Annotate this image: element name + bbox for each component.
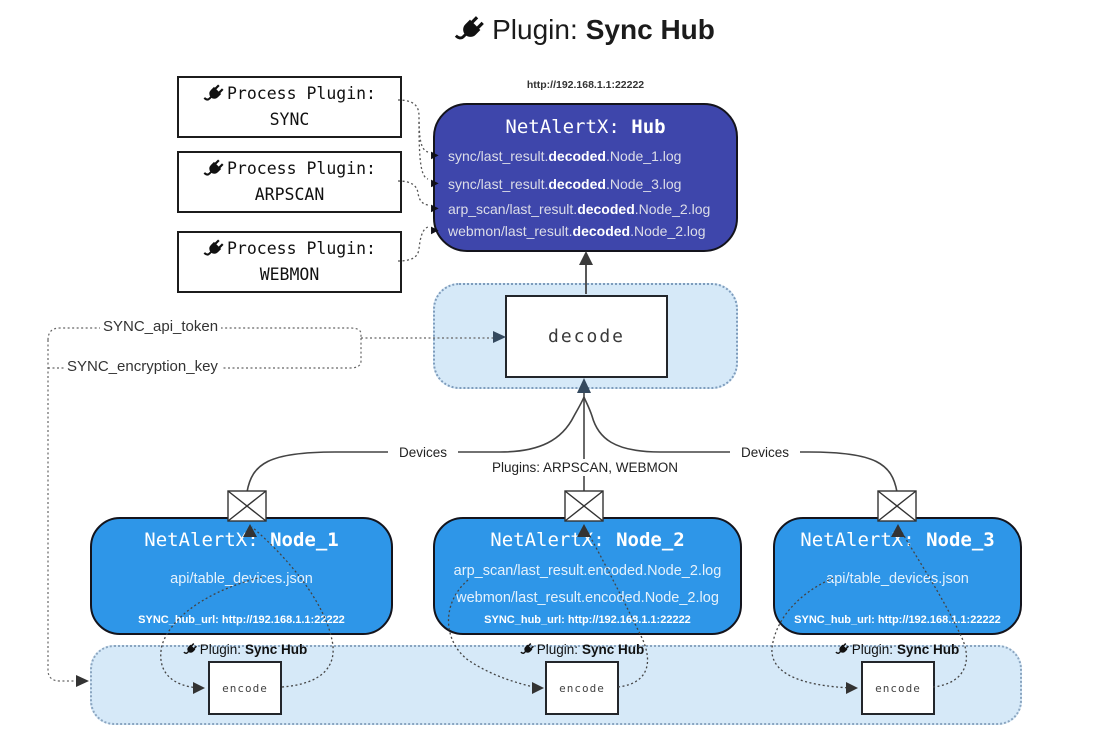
process-plugin-name: WEBMON [259,265,320,284]
encode-box: encode [545,661,619,715]
node-file: webmon/last_result.encoded.Node_2.log [456,590,719,606]
encoder-label-name: Sync Hub [582,642,645,657]
arrow-right-icon: ▶ [431,203,439,214]
hub-log-row: ▶ arp_scan/last_result.decoded.Node_2.log [431,201,734,217]
hub-log-mid: decoded [572,223,631,239]
decode-box: decode [505,295,668,378]
process-plugin-label: Process Plugin: [226,84,376,103]
hub-log-post: .Node_3.log [605,176,682,192]
hub-log-pre: arp_scan/last_result. [448,201,578,217]
process-plugin-name: ARPSCAN [254,185,325,204]
arrow-right-icon: ▶ [431,178,439,189]
node-title-prefix: NetAlertX: [144,529,271,551]
process-plugin-label: Process Plugin: [226,159,376,178]
hub-log-mid: decoded [548,176,606,192]
encoder-plugin-label: Plugin: Sync Hub [817,642,977,657]
sync-encryption-key-label: SYNC_encryption_key [64,358,221,375]
node-title-name: Node_1 [270,529,339,551]
node-title: NetAlertX: Node_1 [92,529,391,551]
process-plugin-header: Process Plugin: [203,236,376,262]
sync-api-token-label: SYNC_api_token [100,318,222,335]
process-plugin-box-arpscan: Process Plugin: ARPSCAN [177,151,402,213]
process-plugin-box-sync: Process Plugin: SYNC [177,76,402,138]
hub-log-mid: decoded [548,148,606,164]
node-box-node1: NetAlertX: Node_1 api/table_devices.json… [90,517,393,635]
process-plugin-connectors [397,99,429,262]
encoder-label-name: Sync Hub [897,642,960,657]
page-title-label: Plugin: [492,14,578,45]
encoder-label-text: Plugin: [199,642,241,657]
arrow-right-icon: ▶ [431,150,439,161]
plug-icon [454,14,486,46]
arrow-right-icon: ▶ [431,225,439,236]
process-plugin-box-webmon: Process Plugin: WEBMON [177,231,402,293]
hub-url-label: http://192.168.1.1:22222 [526,79,645,91]
plug-icon [203,238,225,260]
hub-log-post: .Node_2.log [630,223,706,239]
encode-box: encode [208,661,282,715]
encoder-plugin-label: Plugin: Sync Hub [502,642,662,657]
node-title: NetAlertX: Node_3 [775,529,1020,551]
hub-log-mid: decoded [577,201,635,217]
process-plugin-name: SYNC [269,110,310,129]
plug-icon [203,83,225,105]
process-plugin-header: Process Plugin: [203,81,376,107]
node-title-name: Node_2 [616,529,685,551]
hub-log-pre: webmon/last_result. [448,223,573,239]
plug-icon [183,642,198,657]
encoder-label-name: Sync Hub [245,642,308,657]
hub-log-post: .Node_1.log [605,148,682,164]
node-title-prefix: NetAlertX: [490,529,617,551]
hub-title-prefix: NetAlertX: [505,116,632,138]
hub-title-name: Hub [631,116,666,138]
hub-log-pre: sync/last_result. [448,176,549,192]
encoder-label-text: Plugin: [851,642,893,657]
arrow-into-bottom-panel-icon [76,675,89,687]
process-plugin-label: Process Plugin: [226,239,376,258]
encoder-plugin-label: Plugin: Sync Hub [165,642,325,657]
node-title: NetAlertX: Node_2 [435,529,740,551]
node-file: api/table_devices.json [826,571,969,587]
encode-box: encode [861,661,935,715]
plug-icon [520,642,535,657]
hub-log-row: ▶ webmon/last_result.decoded.Node_2.log [431,223,734,239]
node-box-node2: NetAlertX: Node_2 arp_scan/last_result.e… [433,517,742,635]
node-hub-url: SYNC_hub_url: http://192.168.1.1:22222 [794,614,1001,626]
process-plugin-header: Process Plugin: [203,156,376,182]
edge-label-plugins: Plugins: ARPSCAN, WEBMON [480,459,690,476]
hub-log-pre: sync/last_result. [448,148,549,164]
hub-log-post: .Node_2.log [634,201,711,217]
hub-box: NetAlertX: Hub ▶sync/last_result.decoded… [431,103,738,252]
edge-label-devices-right: Devices [730,444,800,461]
node-title-prefix: NetAlertX: [800,529,927,551]
plug-icon [203,158,225,180]
hub-log-row: ▶ sync/last_result.decoded.Node_1.log [431,148,734,164]
encoder-label-text: Plugin: [536,642,578,657]
node-title-name: Node_3 [926,529,995,551]
edge-label-devices-left: Devices [388,444,458,461]
node-hub-url: SYNC_hub_url: http://192.168.1.1:22222 [484,614,691,626]
hub-log-row: ▶ sync/last_result.decoded.Node_3.log [431,176,734,192]
node-file: arp_scan/last_result.encoded.Node_2.log [453,563,722,579]
plug-icon [835,642,850,657]
node-file: api/table_devices.json [170,571,313,587]
page-title-name: Sync Hub [585,14,715,45]
hub-title: NetAlertX: Hub [435,116,736,138]
node-hub-url: SYNC_hub_url: http://192.168.1.1:22222 [138,614,345,626]
page-title: Plugin: Sync Hub [26,14,1117,46]
node-box-node3: NetAlertX: Node_3 api/table_devices.json… [773,517,1022,635]
